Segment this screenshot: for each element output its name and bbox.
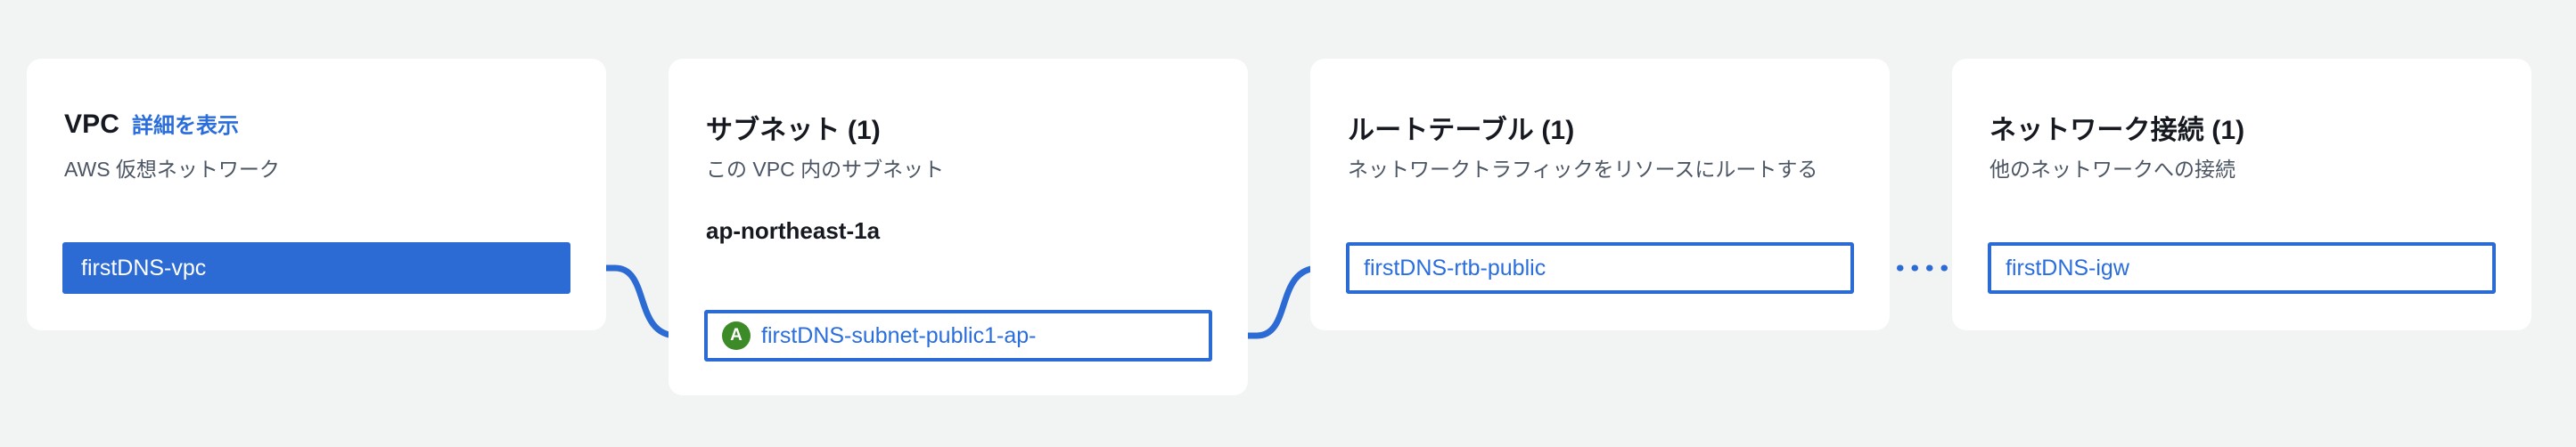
internet-gateway-node-label: firstDNS-igw <box>2006 255 2129 280</box>
vpc-view-details-link[interactable]: 詳細を表示 <box>132 114 239 138</box>
route-table-node[interactable]: firstDNS-rtb-public <box>1346 242 1854 294</box>
vpc-card-title: VPC <box>64 110 119 139</box>
route-table-card-subtitle: ネットワークトラフィックをリソースにルートする <box>1348 158 1818 181</box>
vpc-node[interactable]: firstDNS-vpc <box>62 242 570 294</box>
vpc-card-subtitle: AWS 仮想ネットワーク <box>64 158 280 181</box>
availability-zone-heading: ap-northeast-1a <box>706 217 881 244</box>
network-connections-card-title: ネットワーク接続 (1) <box>1989 116 2245 145</box>
subnet-card-title: サブネット (1) <box>706 116 881 145</box>
vpc-node-label: firstDNS-vpc <box>81 255 207 280</box>
network-connections-card-header: ネットワーク接続 (1) <box>1989 108 2496 147</box>
vpc-card-header: VPC 詳細を表示 <box>64 108 570 140</box>
network-connections-card-subtitle: 他のネットワークへの接続 <box>1989 158 2236 181</box>
subnet-card-subtitle: この VPC 内のサブネット <box>706 158 945 181</box>
subnet-card-header: サブネット (1) <box>706 108 1212 147</box>
availability-zone-icon: A <box>722 321 751 350</box>
route-table-node-label: firstDNS-rtb-public <box>1364 255 1546 280</box>
route-table-card-header: ルートテーブル (1) <box>1348 108 1854 147</box>
subnet-node-label: firstDNS-subnet-public1-ap- <box>761 322 1037 348</box>
route-table-card-title: ルートテーブル (1) <box>1348 116 1575 145</box>
internet-gateway-node[interactable]: firstDNS-igw <box>1988 242 2496 294</box>
subnet-node[interactable]: A firstDNS-subnet-public1-ap- <box>704 310 1212 362</box>
